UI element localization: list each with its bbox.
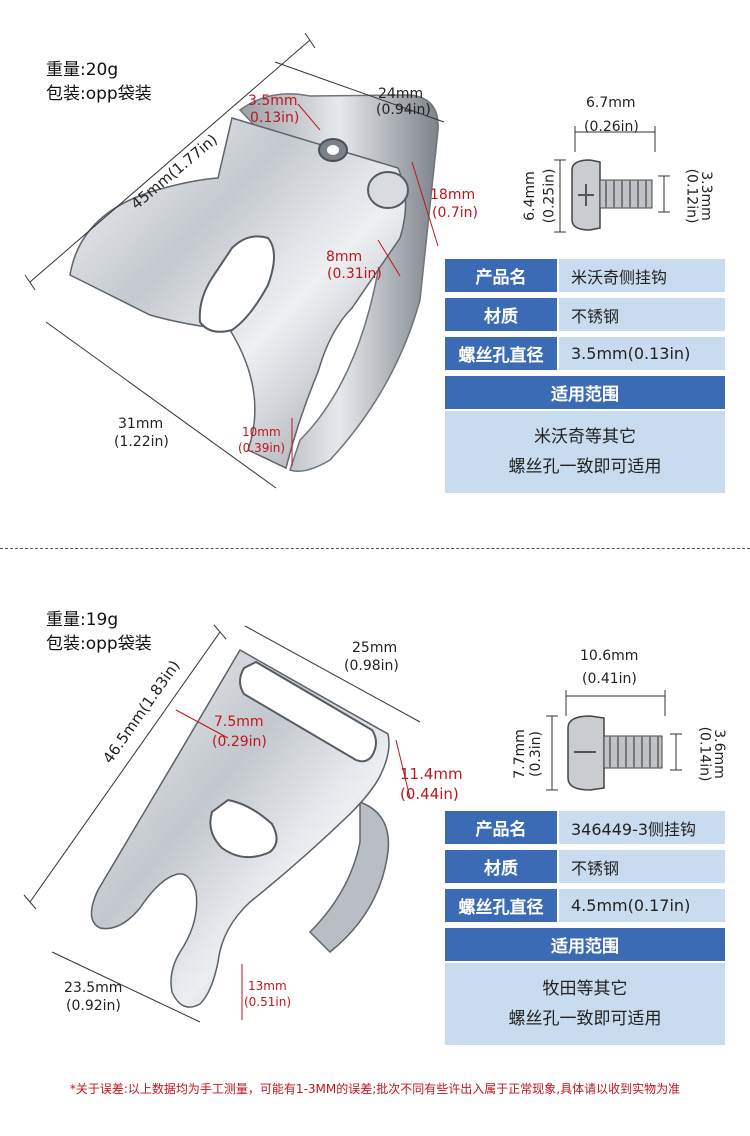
spec-key: 螺丝孔直径 (445, 889, 557, 922)
dim-bottom-width-in: (1.22in) (114, 434, 169, 450)
dim-top-width-in: (0.94in) (376, 102, 431, 118)
dim-top-width-mm: 25mm (352, 640, 398, 656)
spec-key: 产品名 (445, 811, 557, 844)
screw2-head-mm: 7.7mm (511, 729, 528, 779)
hook-illustration-1 (24, 32, 445, 489)
dim-slot-in: (0.29in) (212, 734, 267, 750)
dim-side-in: (0.7in) (432, 205, 478, 221)
screw1-head-mm: 6.4mm (521, 171, 538, 221)
scope-line-2: 螺丝孔一致即可适用 (508, 1009, 662, 1029)
dim-tip-in: (0.39in) (238, 441, 286, 455)
spec-key: 产品名 (445, 259, 557, 292)
dim-tip-mm: 10mm (242, 425, 281, 439)
spec-row-name: 产品名 米沃奇侧挂钩 (445, 259, 725, 292)
screw1-thread-mm: 3.3mm (697, 171, 714, 221)
dim-side-mm: 11.4mm (400, 765, 463, 783)
screw2-length-mm: 10.6mm (580, 648, 639, 664)
screw2-thread-mm: 3.6mm (710, 729, 727, 779)
hook-illustration-2 (23, 624, 421, 1023)
spec-key: 螺丝孔直径 (445, 337, 557, 370)
spec-row-hole: 螺丝孔直径 4.5mm(0.17in) (445, 889, 725, 922)
spec-scope-header: 适用范围 (445, 928, 725, 961)
screw1-thread-in: (0.12in) (683, 168, 700, 224)
spec-value: 3.5mm(0.13in) (559, 337, 725, 370)
scope-line-2: 螺丝孔一致即可适用 (508, 457, 662, 477)
dim-bottom-width-in: (0.92in) (66, 998, 121, 1014)
dim-bottom-width-mm: 31mm (118, 416, 164, 432)
weight-label: 重量:20g (46, 60, 119, 80)
spec-row-material: 材质 不锈钢 (445, 298, 725, 331)
spec-scope-box: 米沃奇等其它 螺丝孔一致即可适用 (445, 411, 725, 493)
product-section-2: 重量:19g 包装:opp袋装 46.5mm(1.83in) 25mm (0. (0, 552, 750, 1072)
screw2-length-in: (0.41in) (582, 671, 637, 687)
section-divider (0, 548, 750, 549)
screw-illustration-2 (546, 690, 682, 791)
screw1-head-in: (0.25in) (541, 168, 558, 224)
packaging-label: 包装:opp袋装 (46, 634, 152, 654)
dim-slot-in: (0.31in) (327, 266, 382, 282)
dim-side-in: (0.44in) (400, 785, 459, 803)
scope-line-1: 米沃奇等其它 (534, 427, 636, 447)
dim-hole-mm: 3.5mm (248, 93, 298, 109)
spec-row-name: 产品名 346449-3侧挂钩 (445, 811, 725, 844)
dim-slot-mm: 8mm (326, 249, 363, 265)
dim-tip-in: (0.51in) (244, 995, 292, 1009)
weight-label: 重量:19g (46, 610, 119, 630)
scope-line-1: 牧田等其它 (542, 979, 628, 999)
dim-top-width-mm: 24mm (378, 86, 424, 102)
dim-side-mm: 18mm (430, 187, 476, 203)
spec-row-hole: 螺丝孔直径 3.5mm(0.13in) (445, 337, 725, 370)
dim-top-width-in: (0.98in) (344, 658, 399, 674)
dim-hole-in: 0.13in) (250, 110, 300, 126)
screw1-length-in: (0.26in) (584, 119, 639, 135)
packaging-label: 包装:opp袋装 (46, 84, 152, 104)
spec-value: 不锈钢 (559, 298, 725, 331)
dim-bottom-width-mm: 23.5mm (64, 980, 123, 996)
spec-scope-header: 适用范围 (445, 376, 725, 409)
screw1-length-mm: 6.7mm (586, 95, 636, 111)
spec-value: 4.5mm(0.17in) (559, 889, 725, 922)
spec-value: 346449-3侧挂钩 (559, 811, 725, 844)
dim-tip-mm: 13mm (248, 979, 287, 993)
spec-scope-box: 牧田等其它 螺丝孔一致即可适用 (445, 963, 725, 1045)
disclaimer-note: *关于误差:以上数据均为手工测量，可能有1-3MM的误差;批次不同有些许出入属于… (69, 1082, 681, 1096)
spec-value: 米沃奇侧挂钩 (559, 259, 725, 292)
screw2-thread-in: (0.14in) (696, 726, 713, 782)
spec-row-material: 材质 不锈钢 (445, 850, 725, 883)
spec-key: 材质 (445, 298, 557, 331)
spec-key: 材质 (445, 850, 557, 883)
spec-value: 不锈钢 (559, 850, 725, 883)
product-section-1: 重量:20g 包装:opp袋装 (0, 0, 750, 548)
screw2-head-in: (0.3in) (527, 731, 544, 777)
dim-slot-mm: 7.5mm (214, 714, 264, 730)
screw-illustration-1 (554, 126, 670, 233)
